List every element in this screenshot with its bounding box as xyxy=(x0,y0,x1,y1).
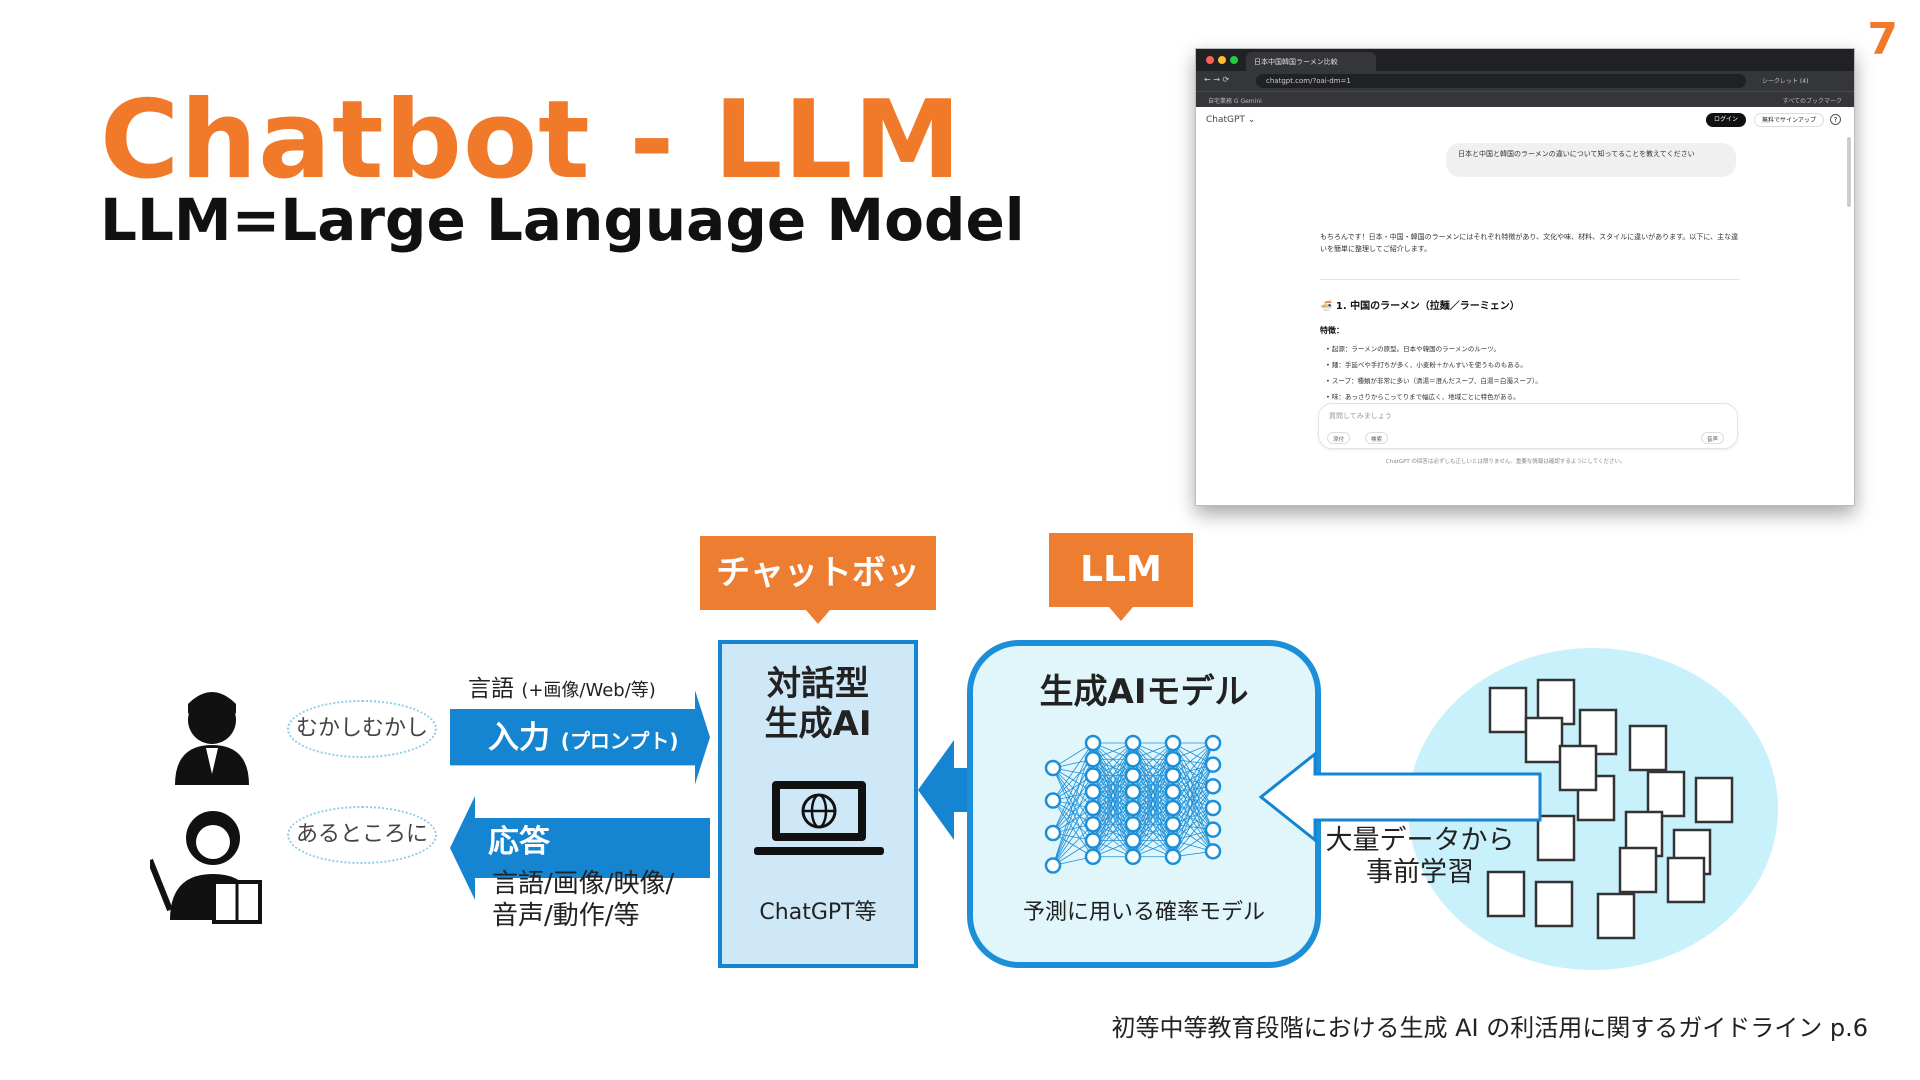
model-box: 生成AIモデル 予測に用いる確率モデル xyxy=(967,640,1321,968)
response-type-label: 言語/画像/映像/ 音声/動作/等 xyxy=(492,868,674,932)
incognito-label: シークレット (4) xyxy=(1762,78,1809,85)
chatgpt-page: ChatGPT ⌄ ログイン 無料でサインアップ ? 日本と中国と韓国のラーメン… xyxy=(1196,107,1854,505)
input-arrow xyxy=(450,690,710,785)
input-arrow-label: 入力 (プロンプト) xyxy=(488,712,678,757)
message-input: 質問してみましょう 添付 検索 音声 xyxy=(1318,403,1738,449)
chatbot-example: ChatGPT等 xyxy=(759,900,877,925)
chatbot-title-line1: 対話型 xyxy=(767,664,869,704)
slide-title: Chatbot - LLM xyxy=(100,78,962,203)
input-arrow-main: 入力 xyxy=(488,720,550,756)
page-number: 7 xyxy=(1867,14,1898,65)
scrollbar xyxy=(1847,137,1851,207)
divider xyxy=(1320,279,1740,280)
features-list: 起源：ラーメンの原型。日本や韓国のラーメンのルーツ。 麺：手延べや手打ちが多く、… xyxy=(1326,343,1542,407)
search-button: 検索 xyxy=(1365,432,1389,444)
input-type-main: 言語 xyxy=(468,676,514,702)
input-type-label: 言語 (+画像/Web/等) xyxy=(468,669,656,703)
voice-button: 音声 xyxy=(1701,432,1725,444)
bookmarks-left: 自宅業務 G Gemini xyxy=(1208,98,1262,105)
pretraining-caption: 大量データから 事前学習 xyxy=(1310,825,1530,889)
input-bubble: むかしむかし xyxy=(287,700,437,758)
bookmarks-bar: 自宅業務 G Gemini すべてのブックマーク xyxy=(1196,91,1854,107)
response-type-line2: 音声/動作/等 xyxy=(492,901,640,931)
chatbot-title: 対話型 生成AI xyxy=(722,664,914,744)
list-item: 味：あっさりからこってりまで幅広く、地域ごとに特色がある。 xyxy=(1326,391,1542,407)
features-label: 特徴： xyxy=(1320,326,1344,335)
chatbot-title-line2: 生成AI xyxy=(764,704,872,744)
llm-label: LLM xyxy=(1049,533,1193,621)
pretraining-line2: 事前学習 xyxy=(1366,857,1474,888)
back-icon: ← → ⟳ xyxy=(1204,75,1230,84)
list-item: スープ：種類が非常に多い（清湯＝澄んだスープ、白湯＝白濁スープ）。 xyxy=(1326,375,1542,391)
user-icon xyxy=(175,692,249,785)
model-title: 生成AIモデル xyxy=(1039,672,1249,712)
section-heading: 🍜 1. 中国のラーメン（拉麺／ラーミェン） xyxy=(1320,301,1520,312)
close-window-dot xyxy=(1206,56,1214,64)
model-caption: 予測に用いる確率モデル xyxy=(1022,900,1265,925)
signup-button: 無料でサインアップ xyxy=(1754,113,1824,127)
response-bubble: あるところに xyxy=(287,806,437,864)
io-graphics xyxy=(150,690,710,924)
disclaimer: ChatGPT の回答は必ずしも正しいとは限りません。重要な情報は確認するように… xyxy=(1386,459,1626,465)
browser-tab-bar: 日本中国韓国ラーメン比較 xyxy=(1196,49,1854,71)
browser-address-row: ← → ⟳ chatgpt.com/?oai-dm=1 シークレット (4) xyxy=(1196,71,1854,91)
app-name: ChatGPT ⌄ xyxy=(1206,115,1256,125)
laptop-icon xyxy=(754,781,884,855)
attach-button: 添付 xyxy=(1327,432,1351,444)
chatbot-box: 対話型 生成AI ChatGPT等 xyxy=(718,640,918,968)
list-item: 起源：ラーメンの原型。日本や韓国のラーメンのルーツ。 xyxy=(1326,343,1542,359)
answer-intro: もちろんです！日本・中国・韓国のラーメンにはそれぞれ特徴があり、文化や味、材料、… xyxy=(1320,233,1739,253)
bookmarks-right: すべてのブックマーク xyxy=(1782,98,1842,105)
response-type-line1: 言語/画像/映像/ xyxy=(492,869,675,899)
browser-tab: 日本中国韓国ラーメン比較 xyxy=(1246,52,1376,71)
input-arrow-sub: (プロンプト) xyxy=(560,729,679,753)
teacher-icon xyxy=(150,811,262,924)
data-to-model-arrow xyxy=(1258,752,1542,842)
zoom-window-dot xyxy=(1230,56,1238,64)
chatgpt-screenshot: 日本中国韓国ラーメン比較 ← → ⟳ chatgpt.com/?oai-dm=1… xyxy=(1195,48,1855,506)
list-item: 麺：手延べや手打ちが多く、小麦粉＋かんすいを使うものもある。 xyxy=(1326,359,1542,375)
citation: 初等中等教育段階における生成 AI の利活用に関するガイドライン p.6 xyxy=(1111,1014,1868,1042)
input-type-sub: (+画像/Web/等) xyxy=(521,680,656,701)
message-placeholder: 質問してみましょう xyxy=(1329,412,1392,420)
model-to-chat-arrow xyxy=(918,740,1004,840)
user-message: 日本と中国と韓国のラーメンの違いについて知ってることを教えてください xyxy=(1446,143,1736,177)
login-button: ログイン xyxy=(1706,113,1746,127)
minimize-window-dot xyxy=(1218,56,1226,64)
chatbot-label: チャットボット xyxy=(700,536,936,667)
slide-subtitle: LLM=Large Language Model xyxy=(100,186,1025,254)
neural-network-icon xyxy=(1044,734,1222,874)
documents-icon xyxy=(1486,678,1734,940)
help-icon: ? xyxy=(1830,114,1841,125)
pretraining-line1: 大量データから xyxy=(1325,825,1515,856)
address-bar: chatgpt.com/?oai-dm=1 xyxy=(1256,74,1746,88)
response-arrow-label: 応答 xyxy=(488,824,550,860)
response-arrow xyxy=(450,796,710,900)
